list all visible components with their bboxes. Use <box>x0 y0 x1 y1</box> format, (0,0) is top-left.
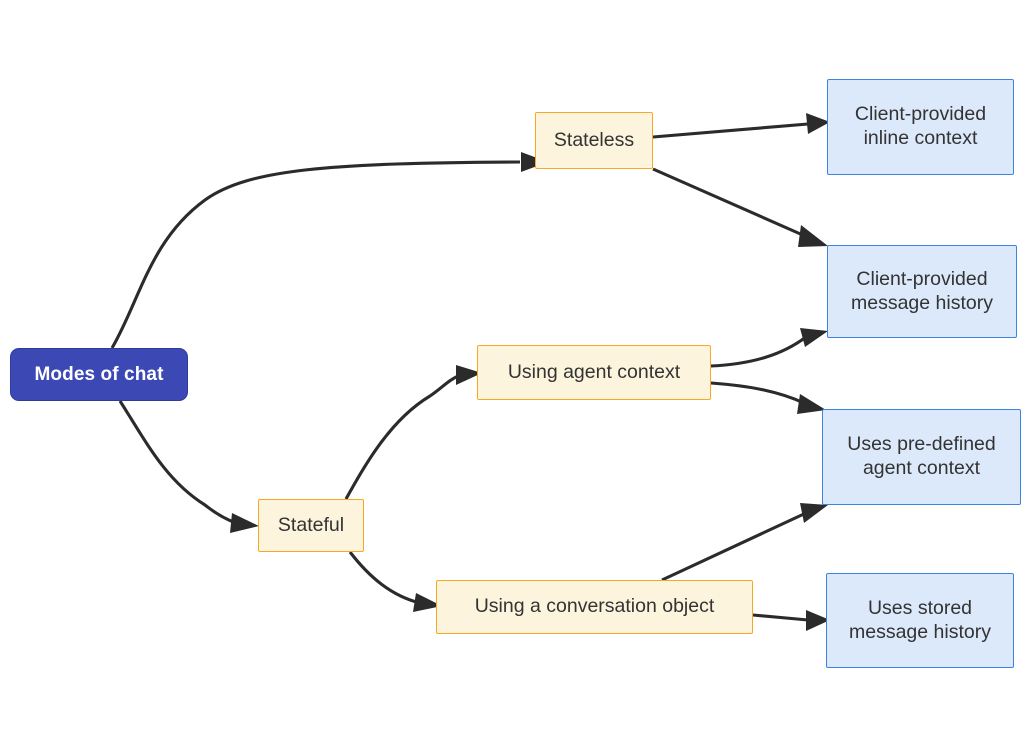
arrowhead-icon <box>797 394 826 414</box>
arrowhead-icon <box>806 113 830 134</box>
node-label: Client-provided message history <box>851 267 993 314</box>
edge-conversation-object-to-stored-message-history <box>752 610 830 631</box>
arrowhead-icon <box>800 328 828 347</box>
edge-root-to-stateful <box>118 400 259 533</box>
node-label: Modes of chat <box>34 363 164 385</box>
edge-path <box>752 613 809 622</box>
node-using-agent-context[interactable]: Using agent context <box>477 345 711 400</box>
edge-path <box>110 160 521 349</box>
edge-path <box>348 551 421 605</box>
node-label: Stateful <box>277 513 345 536</box>
edge-agent-context-to-predefined-agent-context <box>710 381 826 414</box>
edge-root-to-stateless <box>110 152 548 349</box>
edge-path <box>118 400 237 525</box>
edge-path <box>344 373 461 500</box>
edge-agent-context-to-message-history <box>710 328 828 368</box>
arrowhead-icon <box>521 152 548 172</box>
arrowhead-icon <box>800 503 828 523</box>
node-uses-pre-defined-agent-context[interactable]: Uses pre-defined agent context <box>822 409 1021 505</box>
edge-path <box>710 381 805 405</box>
node-label: Using agent context <box>507 360 681 383</box>
edge-path <box>710 335 807 368</box>
node-label: Uses pre-defined agent context <box>847 433 996 479</box>
arrowhead-icon <box>413 593 442 612</box>
node-client-provided-inline-context[interactable]: Client-provided inline context <box>827 79 1014 175</box>
node-client-provided-message-history[interactable]: Client-provided message history <box>827 245 1017 338</box>
node-modes-of-chat[interactable]: Modes of chat <box>10 348 188 401</box>
node-stateful[interactable]: Stateful <box>258 499 364 552</box>
edge-path <box>652 167 806 238</box>
node-stateless[interactable]: Stateless <box>535 112 653 169</box>
arrowhead-icon <box>230 513 259 533</box>
edge-stateless-to-inline-context <box>652 113 830 139</box>
node-label: Uses stored message history <box>849 596 991 643</box>
edge-stateful-to-conversation-object <box>348 551 442 612</box>
edge-path <box>661 511 807 582</box>
edge-conversation-object-to-predefined-agent-context <box>661 503 828 582</box>
edge-stateless-to-message-history <box>652 167 828 247</box>
edge-stateful-to-agent-context <box>344 365 482 500</box>
edge-path <box>652 122 809 139</box>
node-uses-stored-message-history[interactable]: Uses stored message history <box>826 573 1014 668</box>
node-using-a-conversation-object[interactable]: Using a conversation object <box>436 580 753 634</box>
arrowhead-icon <box>806 610 830 631</box>
arrowhead-icon <box>798 225 828 247</box>
node-label: Client-provided inline context <box>854 103 987 149</box>
node-label: Stateless <box>553 128 635 151</box>
arrowhead-icon <box>456 365 482 385</box>
node-label: Using a conversation object <box>474 595 715 618</box>
